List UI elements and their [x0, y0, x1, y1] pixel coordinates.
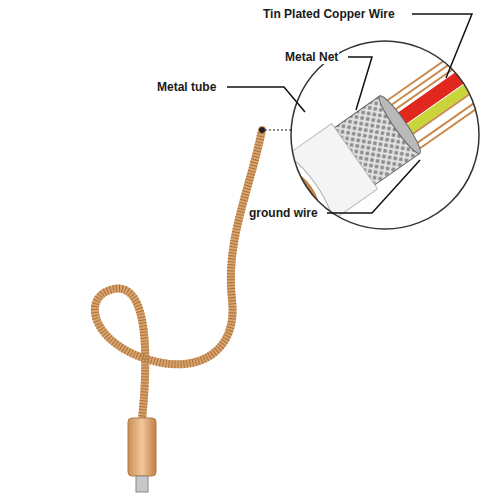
dotted-lead — [265, 129, 292, 130]
callout-label: Metal Net — [284, 50, 339, 64]
spring-cable — [95, 130, 262, 420]
magnified-section — [276, 25, 500, 229]
callout-label: Tin Plated Copper Wire — [262, 7, 396, 21]
focus-dot — [259, 127, 265, 133]
callout-label: ground wire — [248, 206, 319, 220]
callout-label: Metal tube — [156, 80, 217, 94]
usb-connector — [128, 418, 156, 492]
magnifier-ring — [291, 41, 479, 229]
leader-lines — [227, 14, 472, 213]
